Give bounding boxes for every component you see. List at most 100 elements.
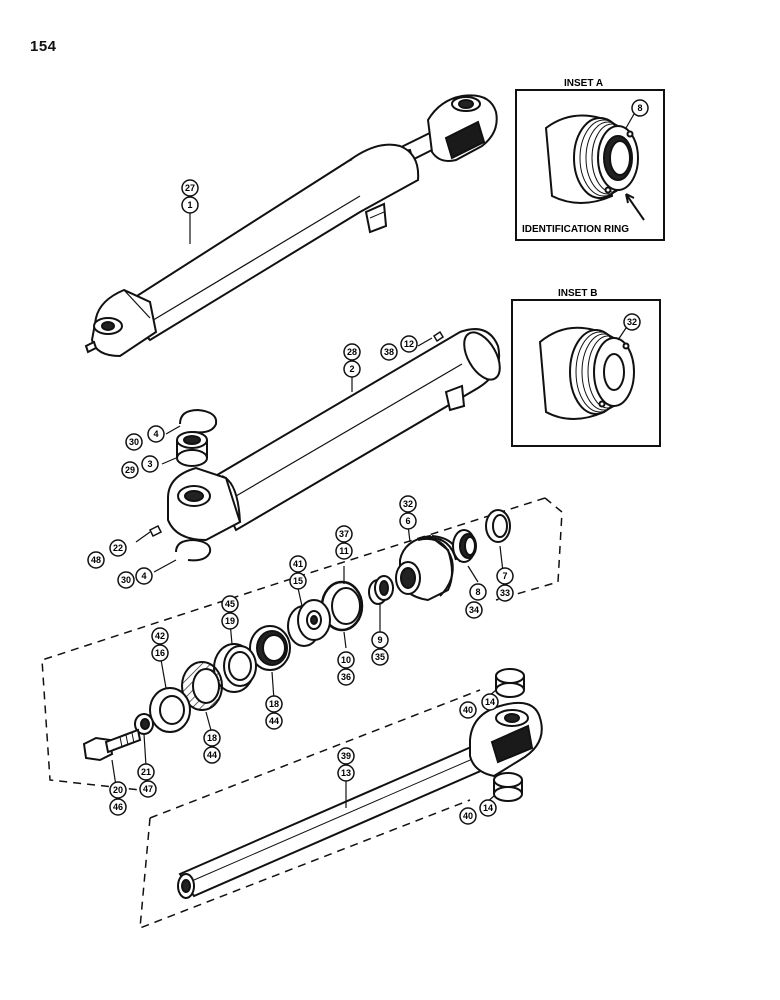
callout-c38a: 38 [380, 343, 398, 361]
assembled-cylinder [84, 94, 498, 358]
callout-label: 2 [349, 364, 354, 374]
callout-c15: 15 [289, 572, 307, 590]
callout-circle [289, 572, 307, 590]
callout-c40b: 40 [459, 807, 477, 825]
bushing-9 [368, 575, 394, 605]
callout-c14b: 14 [479, 799, 497, 817]
callout-label: 32 [403, 499, 413, 509]
callout-c2: 2 [343, 360, 361, 378]
callout-circle [151, 627, 169, 645]
callout-label: 8 [475, 587, 480, 597]
inset-a-title: INSET A [564, 78, 603, 89]
callout-c44a: 44 [265, 712, 283, 730]
callout-circle [481, 693, 499, 711]
callout-circle [337, 764, 355, 782]
callout-c19: 19 [221, 612, 239, 630]
callout-layer: 2712821238430329224843032683473337114115… [87, 179, 514, 825]
callout-c42: 42 [151, 627, 169, 645]
callout-label: 19 [225, 616, 235, 626]
wear-ring-18-upper [249, 625, 291, 671]
callout-circle [335, 542, 353, 560]
callout-circle [337, 651, 355, 669]
callout-c32: 32 [399, 495, 417, 513]
callout-circle [265, 695, 283, 713]
bushing-14-upper [495, 668, 525, 698]
callout-c22: 22 [109, 539, 127, 557]
callout-label: 37 [339, 529, 349, 539]
callout-circle [337, 668, 355, 686]
callout-label: 18 [207, 733, 217, 743]
callout-circle [496, 567, 514, 585]
callout-label: 27 [185, 183, 195, 193]
callout-c16: 16 [151, 644, 169, 662]
callout-c3: 3 [141, 455, 159, 473]
plate-16 [149, 687, 191, 733]
inset-a-callout-circle [631, 99, 649, 117]
callout-label: 44 [207, 750, 217, 760]
wear-ring-18-lower [181, 661, 223, 711]
callout-label: 41 [293, 559, 303, 569]
callout-circle [221, 612, 239, 630]
gland-6 [395, 534, 461, 602]
callout-circle [371, 631, 389, 649]
callout-circle [465, 601, 483, 619]
callout-label: 9 [377, 635, 382, 645]
callout-label: 38 [384, 347, 394, 357]
callout-circle [125, 433, 143, 451]
callout-circle [469, 583, 487, 601]
callout-circle [203, 746, 221, 764]
callout-c36: 36 [337, 668, 355, 686]
callout-label: 45 [225, 599, 235, 609]
callout-label: 35 [375, 652, 385, 662]
callout-label: 21 [141, 767, 151, 777]
piston-15 [287, 599, 331, 647]
callout-label: 13 [341, 768, 351, 778]
callout-c41: 41 [289, 555, 307, 573]
callout-circle [343, 343, 361, 361]
callout-c10: 10 [337, 651, 355, 669]
callout-label: 1 [187, 200, 192, 210]
cylinder-barrel [148, 328, 501, 542]
callout-circle [289, 555, 307, 573]
callout-circle [109, 781, 127, 799]
callout-circle [479, 799, 497, 817]
callout-c18b: 18 [203, 729, 221, 747]
callout-circle [265, 712, 283, 730]
callout-label: 4 [153, 429, 158, 439]
callout-circle [203, 729, 221, 747]
callout-c33: 33 [496, 584, 514, 602]
callout-circle [139, 780, 157, 798]
callout-c37: 37 [335, 525, 353, 543]
page-number: 154 [30, 38, 57, 55]
callout-circle [343, 360, 361, 378]
callout-label: 3 [147, 459, 152, 469]
piston-rod [177, 702, 543, 899]
callout-c39: 39 [337, 747, 355, 765]
callout-label: 20 [113, 785, 123, 795]
callout-label: 34 [469, 605, 479, 615]
callout-circle [399, 512, 417, 530]
callout-circle [87, 551, 105, 569]
callout-circle [109, 539, 127, 557]
callout-label: 30 [121, 575, 131, 585]
callout-c4a: 4 [147, 425, 165, 443]
callout-label: 12 [404, 339, 414, 349]
callout-circle [135, 567, 153, 585]
callout-c34: 34 [465, 601, 483, 619]
callout-c20: 20 [109, 781, 127, 799]
callout-c21: 21 [137, 763, 155, 781]
callout-label: 40 [463, 811, 473, 821]
callout-c40a: 40 [459, 701, 477, 719]
callout-circle [337, 747, 355, 765]
callout-circle [181, 196, 199, 214]
callout-label: 46 [113, 802, 123, 812]
callout-circle [400, 335, 418, 353]
callout-label: 42 [155, 631, 165, 641]
rod-group-outline [139, 689, 481, 930]
callout-c12: 12 [400, 335, 418, 353]
bushing-14-lower [493, 772, 523, 802]
callout-c28: 28 [343, 343, 361, 361]
callout-circle [117, 571, 135, 589]
callout-label: 39 [341, 751, 351, 761]
